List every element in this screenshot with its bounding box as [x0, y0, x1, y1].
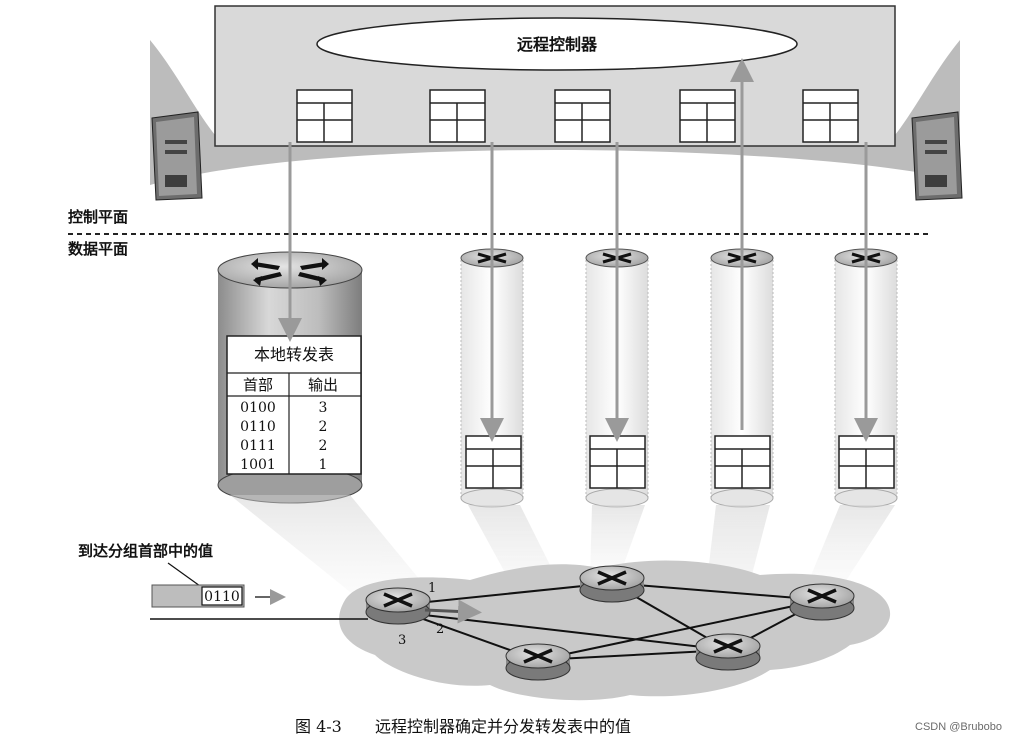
local-table-cell: 1001	[240, 457, 276, 473]
controller-ellipse	[316, 17, 798, 71]
packet-header-value: 0110	[204, 589, 240, 605]
local-table-cell: 1	[319, 457, 328, 473]
local-table-cell: 0110	[240, 419, 276, 435]
local-table-cell: 0100	[240, 400, 276, 416]
packet-callout-leader	[167, 562, 201, 587]
forward-arrow	[424, 599, 482, 624]
server-icon	[151, 111, 203, 201]
controller-label: 远程控制器	[517, 35, 598, 54]
router-cross-icon	[523, 648, 553, 664]
control-plane-label: 控制平面	[68, 208, 128, 226]
port-label-3: 3	[398, 633, 406, 648]
local-table-cell: 0111	[240, 438, 276, 454]
network-router	[365, 587, 431, 625]
controller-table	[429, 89, 486, 143]
packet-callout-label: 到达分组首部中的值	[78, 542, 213, 560]
router-cross-icon	[383, 592, 413, 608]
caption-text: 远程控制器确定并分发转发表中的值	[375, 717, 631, 736]
controller-shadow	[150, 40, 960, 185]
local-table-header-output: 输出	[308, 376, 338, 394]
controller-table	[296, 89, 353, 143]
local-table-header-prefix: 首部	[243, 376, 273, 394]
local-table-title: 本地转发表	[254, 345, 334, 364]
local-table-cell: 3	[319, 400, 328, 416]
local-forwarding-table: 本地转发表 首部 输出 0100 3 0110 2 0111 2 1001 1	[226, 335, 362, 475]
controller-table	[802, 89, 859, 143]
local-table-cell: 2	[319, 419, 328, 435]
server-icon	[911, 111, 963, 201]
port-label-2: 2	[436, 622, 444, 637]
network-router	[579, 565, 645, 603]
data-plane-label: 数据平面	[68, 240, 128, 258]
router-cross-icon	[713, 638, 743, 654]
router-cross-icon	[807, 588, 837, 604]
network-router	[789, 583, 855, 621]
caption-number: 图 4-3	[295, 717, 342, 736]
controller-table	[554, 89, 611, 143]
port-label-1: 1	[428, 581, 436, 596]
network-router	[695, 633, 761, 671]
router-cross-icon	[597, 570, 627, 586]
controller-table	[679, 89, 736, 143]
router-cross-icon	[251, 258, 329, 286]
local-table-cell: 2	[319, 438, 328, 454]
network-router	[505, 643, 571, 681]
packet: 0110	[151, 584, 245, 608]
watermark: CSDN @Brubobo	[915, 721, 1002, 733]
